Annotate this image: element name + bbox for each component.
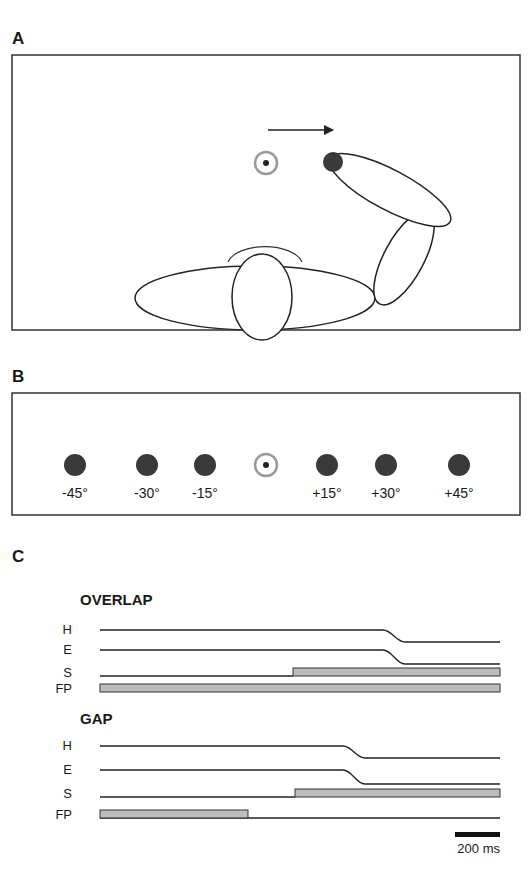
signal-label: H <box>63 623 72 636</box>
signal-label: +30° <box>371 486 400 500</box>
panel-label: C <box>12 548 24 565</box>
fixation-dot <box>263 160 269 166</box>
signal-label: -45° <box>62 486 88 500</box>
motion-arrow <box>268 129 333 131</box>
signal-label: E <box>63 643 72 656</box>
forearm <box>321 140 460 239</box>
head <box>232 254 292 340</box>
signal-label: FP <box>55 682 72 695</box>
target-dot <box>316 454 338 476</box>
panel-label: OVERLAP <box>80 592 153 607</box>
signal-label: -15° <box>192 486 218 500</box>
eye-trace <box>100 650 500 664</box>
panel-frame <box>12 393 520 515</box>
target-dot <box>375 454 397 476</box>
stimulus-trace <box>100 675 293 676</box>
stimulus-bar <box>293 668 500 676</box>
signal-label: FP <box>55 808 72 821</box>
hand-target <box>323 152 343 172</box>
scale-bar <box>455 832 500 837</box>
target-dot <box>136 454 158 476</box>
signal-label: 200 ms <box>457 842 500 855</box>
fixation-bar <box>100 810 248 818</box>
stimulus-bar <box>295 789 500 797</box>
panel-label: A <box>12 30 24 47</box>
panel-label: GAP <box>80 711 113 726</box>
stimulus-trace <box>100 796 295 797</box>
head-trace <box>100 630 500 642</box>
target-dot <box>194 454 216 476</box>
fixation-bar <box>100 684 500 692</box>
panel-label: B <box>12 368 24 385</box>
target-dot <box>64 454 86 476</box>
fixation-dot <box>263 462 269 468</box>
signal-label: +45° <box>444 486 473 500</box>
fixation-point <box>255 152 277 174</box>
signal-label: S <box>63 787 72 800</box>
signal-label: S <box>63 666 72 679</box>
signal-label: H <box>63 739 72 752</box>
head-trace <box>100 746 500 758</box>
signal-label: +15° <box>312 486 341 500</box>
signal-label: -30° <box>134 486 160 500</box>
fixation-point <box>255 454 277 476</box>
signal-label: E <box>63 763 72 776</box>
eye-trace <box>100 770 500 784</box>
target-dot <box>448 454 470 476</box>
